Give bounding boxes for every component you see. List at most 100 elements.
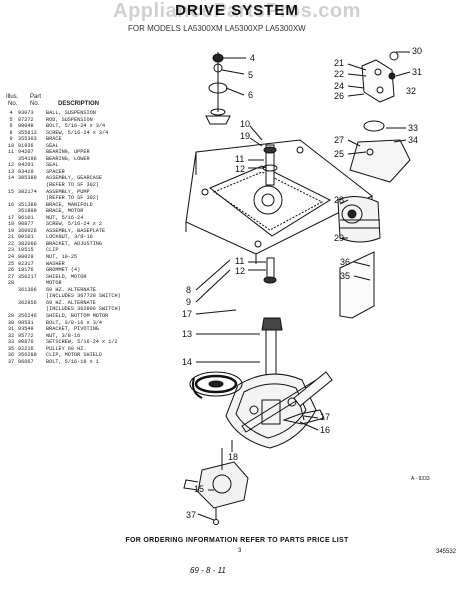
col-illus-no-header: No. [8, 101, 18, 107]
callout-9: 9 [186, 297, 192, 307]
callout-14: 14 [182, 357, 193, 367]
illus-no-cell: 10 [7, 142, 15, 149]
illus-no-cell: 32 [7, 332, 15, 339]
part-no-cell: 92216 [18, 345, 34, 352]
callout-18: 18 [228, 452, 239, 462]
description-cell: SCREW, 5/16-24 x 3/4 [46, 129, 109, 136]
illus-no-cell: 23 [7, 247, 15, 254]
col-part-no-header: No. [30, 101, 40, 107]
parts-list-row: 6 98048 BOLT, 5/16-24 x 3/4 [4, 123, 194, 130]
description-cell: SEAL [46, 162, 59, 169]
part-no-cell: 356288 [18, 352, 37, 359]
description-cell: BRACKET, ADJUSTING [46, 240, 103, 247]
illus-no-cell: 13 [7, 168, 15, 175]
callout-25: 25 [334, 149, 345, 159]
part-no-cell: 98048 [18, 123, 34, 130]
part-no-cell: 355613 [18, 129, 37, 136]
callout-26: 26 [334, 91, 345, 101]
description-cell: 60 HZ. ALTERNATE [46, 299, 96, 306]
part-no-cell: 90877 [18, 221, 34, 228]
motor [337, 196, 381, 243]
part-no-cell: 382174 [18, 188, 37, 195]
callout-6: 6 [248, 90, 254, 100]
illus-no-cell: 33 [7, 339, 15, 346]
description-cell: CLIP [46, 247, 59, 254]
callout-24: 24 [334, 81, 345, 91]
callout-11-upper: 11 [235, 154, 245, 164]
part-no-cell: 356246 [18, 312, 37, 319]
description-cell: SPACER [46, 168, 65, 175]
illus-no-cell: 6 [9, 123, 13, 130]
callout-17-left: 17 [182, 309, 193, 319]
illus-no-cell: 11 [7, 149, 15, 156]
illus-no-cell: 12 [7, 162, 15, 169]
illus-no-cell: 28 [7, 280, 15, 287]
parts-list-row: (INCLUDES 367728 SWITCH) [4, 293, 194, 300]
callout-11-lower: 11 [235, 256, 245, 266]
callout-35: 35 [340, 271, 351, 281]
part-no-cell: 19176 [18, 267, 34, 274]
parts-list-row: 28 MOTOR [4, 280, 194, 287]
callout-31: 31 [412, 67, 423, 77]
callout-12-lower: 12 [235, 266, 246, 276]
callout-5: 5 [248, 70, 254, 80]
illus-no-cell: 16 [7, 201, 15, 208]
description-cell: BOLT, 5/16-24 x 3/4 [46, 123, 106, 130]
part-no-cell: 92317 [18, 260, 34, 267]
description-cell: SETSCREW, 5/16-24 x 1/2 [46, 339, 118, 346]
date-stamp: 69 - 8 - 11 [190, 566, 226, 575]
part-no-cell: 91936 [18, 142, 34, 149]
description-cell: BOLT, 3/8-16 x 3/4 [46, 319, 103, 326]
illus-no-cell: 5 [9, 116, 13, 123]
description-cell: MOTOR [46, 280, 62, 287]
part-no-cell: 93429 [18, 168, 34, 175]
description-cell: GROMMET (4) [46, 267, 81, 274]
part-no-cell: 90101 [18, 234, 34, 241]
part-no-cell: 354196 [18, 155, 37, 162]
part-no-cell: 361306 [18, 286, 37, 293]
description-cell: (REFER TO SF 302) [46, 182, 99, 189]
part-no-cell: 90876 [18, 339, 34, 346]
col-illus-header: Illus. [6, 94, 19, 100]
description-cell: BEARING, LOWER [46, 155, 90, 162]
part-no-cell: 96867 [18, 358, 34, 365]
callout-12-upper: 12 [235, 164, 246, 174]
description-cell: ASSEMBLY, GEARCASE [46, 175, 103, 182]
illus-no-cell: 9 [9, 136, 13, 143]
illus-no-cell: 21 [7, 234, 15, 241]
illus-no-cell: 36 [7, 352, 15, 359]
illus-no-cell: 14 [7, 175, 15, 182]
callout-10: 10 [240, 119, 251, 129]
callout-36: 36 [340, 257, 351, 267]
description-cell: ROD, SUSPENSION [46, 116, 93, 123]
callout-32: 32 [406, 86, 417, 96]
parts-list-row: 354196 BEARING, LOWER [4, 156, 194, 163]
illus-no-cell: 18 [7, 221, 15, 228]
illus-no-cell: 31 [7, 326, 15, 333]
description-cell: BRACKET, PIVOTING [46, 326, 99, 333]
part-no-cell: 93073 [18, 110, 34, 116]
part-no-cell: 385389 [18, 175, 37, 182]
part-no-cell: 94201 [18, 162, 34, 169]
callout-33: 33 [408, 123, 419, 133]
description-cell: NUT, 5/16-24 [46, 214, 84, 221]
col-part-header: Part [30, 94, 42, 100]
description-cell: WASHER [46, 260, 65, 267]
